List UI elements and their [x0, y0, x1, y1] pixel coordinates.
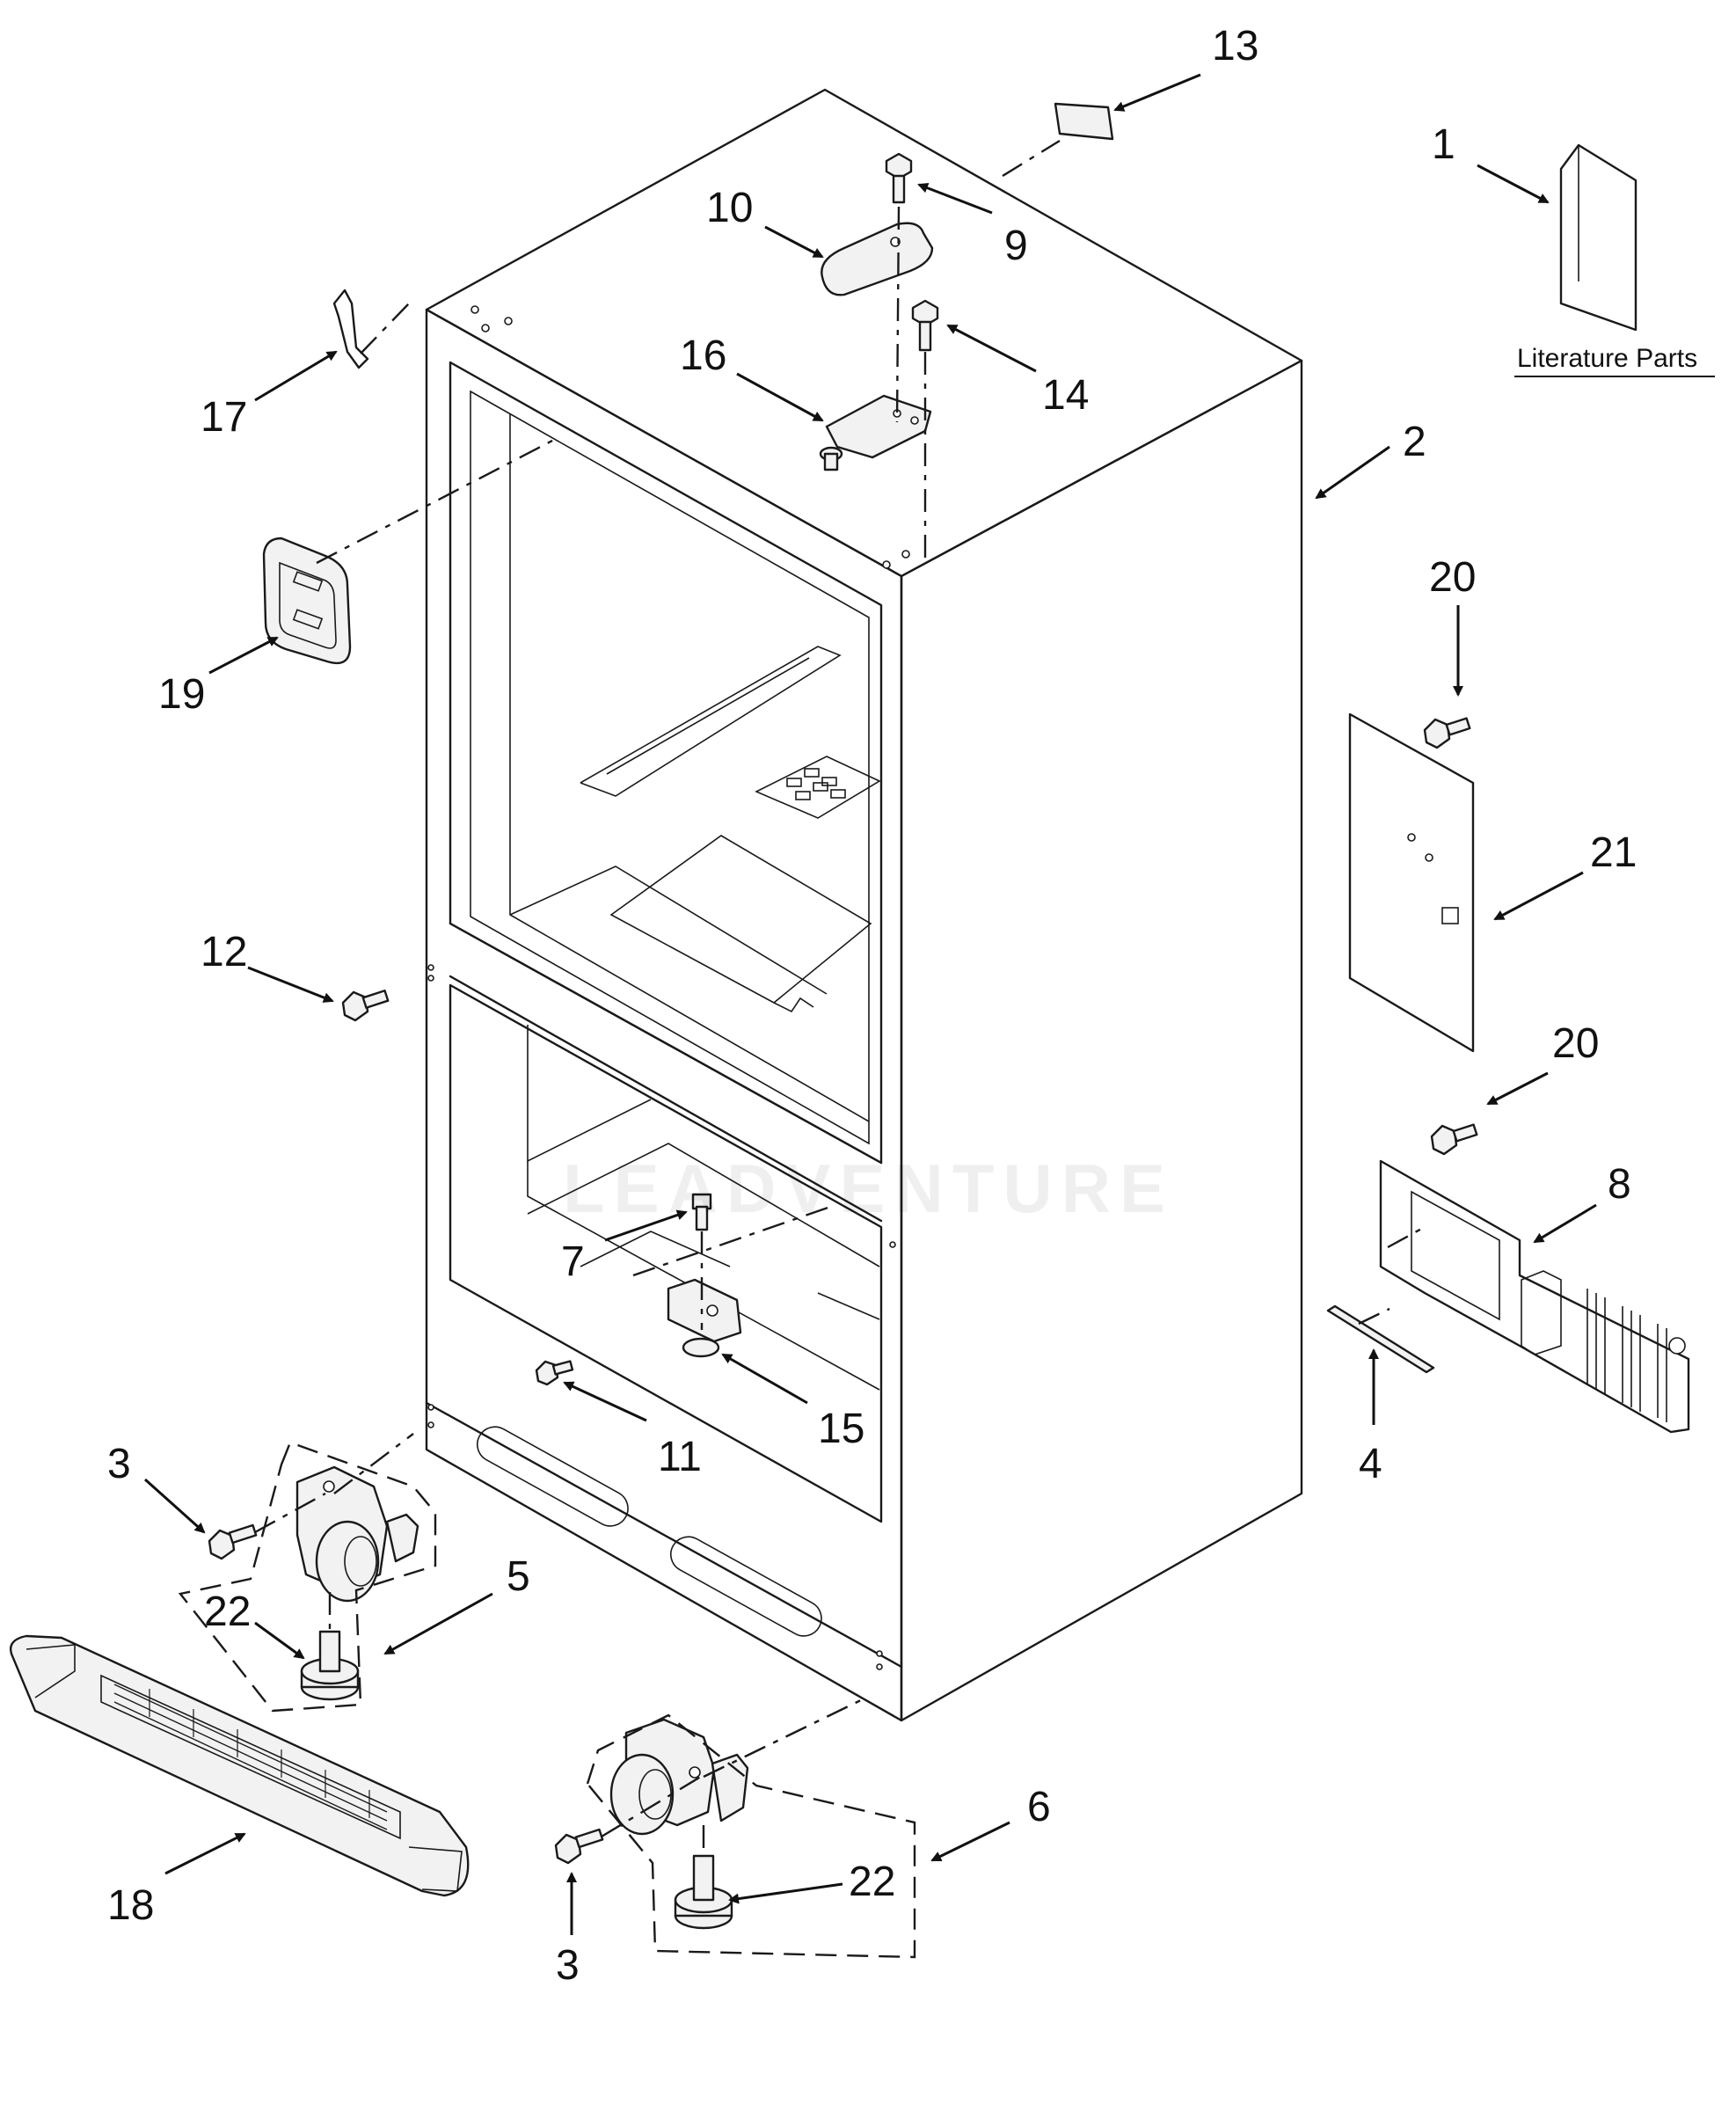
- label-part-12: 12: [201, 929, 247, 975]
- label-part-6: 6: [1027, 1784, 1051, 1830]
- roller-screw-right: [554, 1828, 604, 1865]
- label-part-16: 16: [680, 332, 726, 379]
- label-part-9: 9: [1004, 223, 1028, 269]
- base-grille: [9, 1634, 470, 1897]
- front-roller-assembly-right: [609, 1718, 749, 1836]
- label-part-20-lower: 20: [1552, 1020, 1599, 1067]
- roller-screw-left: [208, 1523, 258, 1560]
- label-part-3-left: 3: [107, 1441, 131, 1487]
- top-hinge: [819, 394, 932, 471]
- access-cover-screw-upper: [1423, 717, 1471, 749]
- callout-numbers: 1 2 3 3 4 5 6 7 8 9 10 11 12 13 14 15 16…: [107, 23, 1637, 1989]
- leveling-leg-left: [300, 1630, 360, 1701]
- label-part-13: 13: [1212, 23, 1258, 69]
- hinge-pin: [691, 1193, 712, 1231]
- label-plate: [1054, 102, 1114, 141]
- seal-strip: [1326, 1304, 1435, 1374]
- top-hinge-cover: [821, 222, 934, 296]
- kick-slot-right: [669, 1536, 822, 1637]
- label-part-7: 7: [561, 1238, 585, 1285]
- label-part-14: 14: [1042, 372, 1089, 419]
- label-part-17: 17: [201, 394, 247, 441]
- label-part-2: 2: [1403, 419, 1426, 465]
- access-cover-screw-lower: [1430, 1123, 1478, 1156]
- watermark: LEADVENTURE: [563, 1150, 1174, 1227]
- hinge-screw-top: [885, 152, 913, 204]
- literature-parts-label: Literature Parts: [1517, 344, 1697, 373]
- label-part-4: 4: [1359, 1441, 1382, 1487]
- label-part-8: 8: [1608, 1161, 1631, 1208]
- wire-clip: [332, 289, 369, 369]
- label-part-21: 21: [1590, 829, 1637, 876]
- label-part-11: 11: [658, 1434, 702, 1480]
- label-part-10: 10: [706, 185, 753, 231]
- label-part-22-left: 22: [204, 1589, 251, 1635]
- cabinet: [425, 88, 1303, 1722]
- cabinet-top-face: [425, 88, 1303, 578]
- kick-slot-left: [476, 1426, 629, 1527]
- leader-dash-lines: [254, 139, 1426, 1856]
- label-part-18: 18: [107, 1882, 154, 1929]
- literature-parts-booklet: Literature Parts: [1514, 143, 1715, 377]
- label-part-20-upper: 20: [1429, 554, 1476, 601]
- callout-arrows: [143, 73, 1597, 1935]
- label-part-22-right: 22: [849, 1859, 895, 1905]
- rear-access-cover: [1348, 712, 1475, 1053]
- hinge-cover-side: [262, 537, 352, 665]
- label-part-19: 19: [158, 671, 205, 718]
- side-screw: [341, 990, 390, 1022]
- cabinet-front-frame: [425, 308, 903, 1722]
- label-part-1: 1: [1432, 121, 1455, 168]
- leveling-leg-right: [674, 1854, 733, 1930]
- roller-kit-outline-left: [178, 1441, 437, 1713]
- roller-kit-outline-right: [586, 1713, 916, 1959]
- freezer-screw: [535, 1360, 574, 1386]
- hinge-screw: [911, 299, 939, 352]
- freezer-opening: [449, 983, 883, 1523]
- cabinet-right-side: [900, 359, 1303, 1722]
- front-roller-assembly-left: [295, 1465, 419, 1603]
- machine-compartment-cover: [1379, 1159, 1690, 1434]
- vent-slots: [786, 768, 846, 800]
- label-part-5: 5: [507, 1553, 530, 1600]
- center-hinge-bracket: [667, 1278, 742, 1358]
- label-part-3-right: 3: [556, 1942, 580, 1989]
- label-part-15: 15: [818, 1406, 864, 1452]
